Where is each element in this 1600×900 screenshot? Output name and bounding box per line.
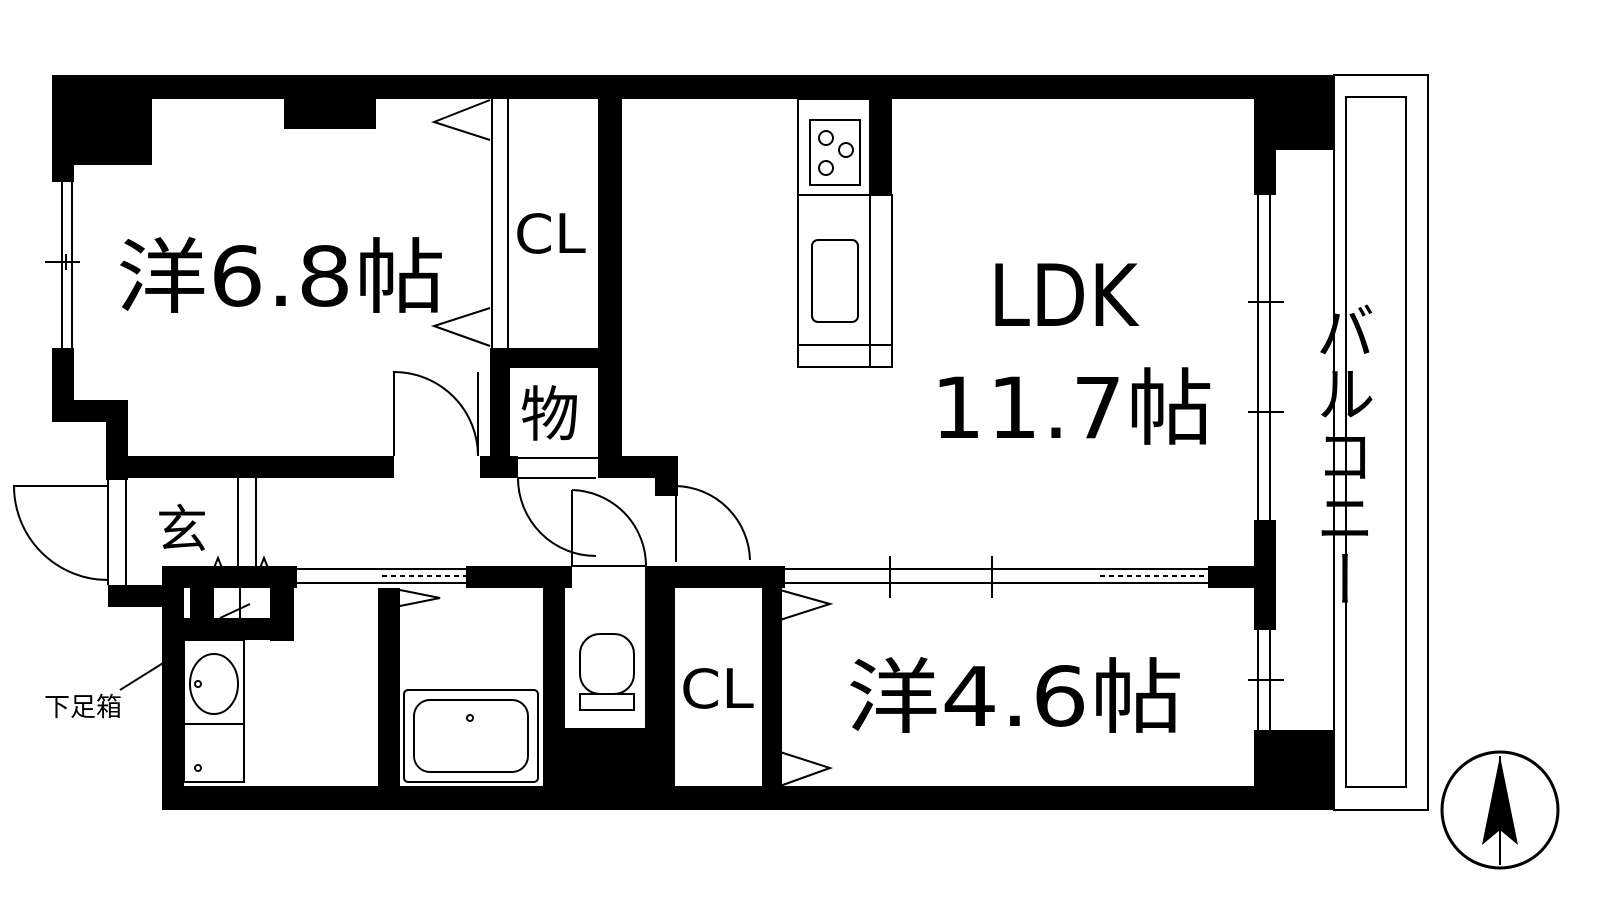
walls (52, 75, 1334, 810)
toilet-door (571, 489, 647, 567)
room-label-closet-2: CL (680, 658, 754, 721)
bathtub-icon (403, 689, 539, 783)
kitchen-sink-icon (811, 239, 859, 323)
room-label-ldk-size: 11.7帖 (930, 360, 1214, 458)
room-label-balcony: バルコニー (1305, 300, 1375, 610)
room-label-storage: 物 (520, 381, 580, 451)
washer-pan-icon (183, 723, 245, 783)
annotation-shoe-box: 下足箱 (44, 693, 122, 723)
room-label-entrance: 玄 (156, 501, 208, 561)
front-door (12, 485, 109, 581)
room-label-closet-1: CL (514, 203, 586, 266)
windows (45, 99, 1284, 786)
doors (12, 99, 834, 787)
north-arrow-icon (1440, 750, 1560, 870)
stove-icon (818, 130, 834, 146)
room-label-western-2: 洋4.6帖 (846, 651, 1184, 746)
wash-basin-icon (189, 653, 239, 715)
balcony-outline (1333, 74, 1429, 811)
fixtures (183, 98, 893, 783)
room-label-western-1: 洋6.8帖 (116, 231, 446, 326)
shoe-box-leader (119, 649, 185, 691)
ldk-door (675, 485, 751, 562)
toilet-icon (579, 633, 635, 695)
storage-door (517, 477, 597, 557)
room-label-ldk: LDK (988, 247, 1140, 347)
room1-door (393, 370, 479, 457)
